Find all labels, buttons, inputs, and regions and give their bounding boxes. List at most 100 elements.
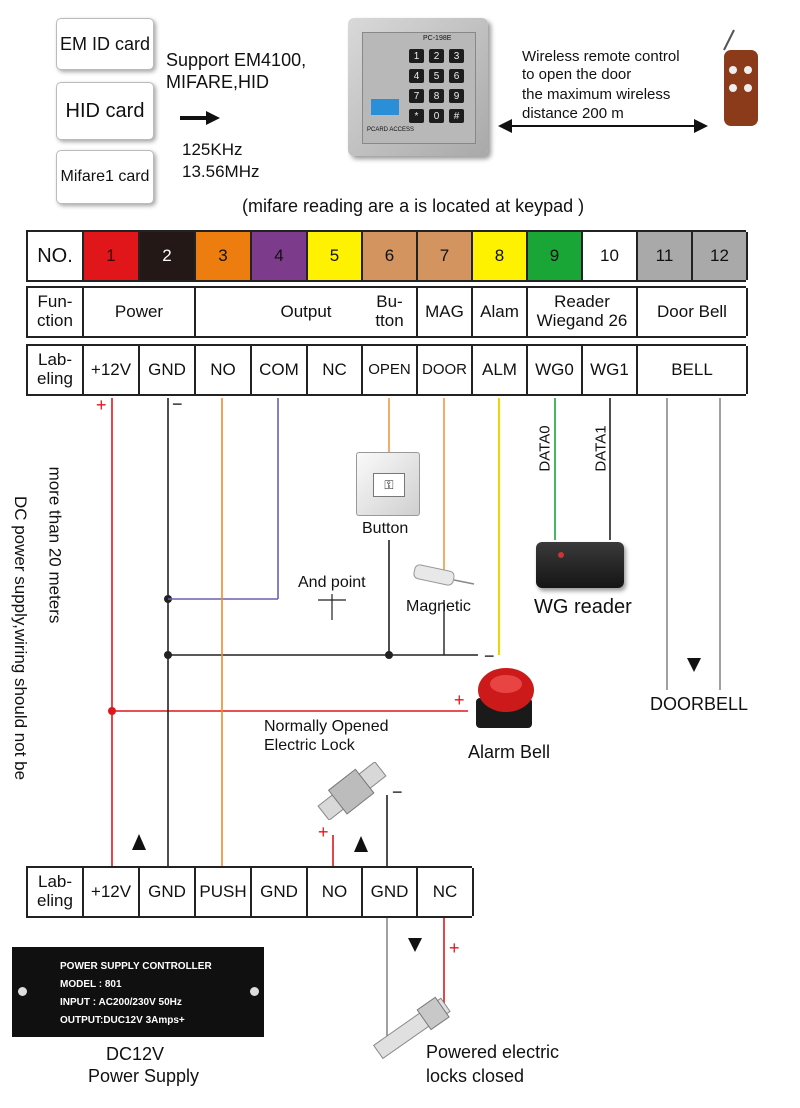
bottom-labeling-row: Lab- eling +12V GND PUSH GND NO GND NC bbox=[26, 866, 474, 918]
card-label: HID card bbox=[65, 99, 145, 122]
function-text: tton bbox=[375, 311, 404, 330]
label-text: GND bbox=[148, 359, 186, 379]
wireless-line-1: Wireless remote control bbox=[522, 48, 680, 65]
arrow-right-icon bbox=[180, 111, 220, 125]
function-text: Door Bell bbox=[657, 301, 727, 321]
label-text: ALM bbox=[482, 359, 517, 379]
power-supply-plate: POWER SUPPLY CONTROLLER MODEL : 801 INPU… bbox=[12, 947, 264, 1037]
powered-lock-icon bbox=[372, 996, 451, 1060]
label-cell: OPEN bbox=[363, 346, 418, 394]
labeling-label: eling bbox=[37, 369, 73, 388]
psu-caption-2: Power Supply bbox=[88, 1066, 200, 1086]
function-text: Bu- bbox=[376, 292, 403, 312]
pin-number: 3 bbox=[218, 245, 228, 265]
labeling-label: Lab- bbox=[37, 350, 73, 370]
function-text: Wiegand 26 bbox=[536, 311, 628, 330]
wireless-line-3: the maximum wireless bbox=[522, 86, 671, 103]
pin-cell: 9 bbox=[528, 232, 583, 280]
key: 9 bbox=[449, 89, 464, 103]
labeling-row: Lab- eling +12V GND NO COM NC OPEN DOOR … bbox=[26, 344, 748, 396]
pin-cell: 8 bbox=[473, 232, 528, 280]
label-cell: NO bbox=[196, 346, 252, 394]
function-header: Fun- ction bbox=[28, 288, 84, 336]
function-text: Output bbox=[280, 301, 332, 321]
pin-number: 8 bbox=[494, 245, 505, 265]
freq-2: 13.56MHz bbox=[182, 162, 260, 181]
pin-cell: 6 bbox=[363, 232, 418, 280]
doorbell-label: DOORBELL bbox=[650, 694, 749, 714]
key: # bbox=[449, 109, 464, 123]
label-cell: WG1 bbox=[583, 346, 638, 394]
label-cell: NO bbox=[308, 868, 363, 916]
label-text: NC bbox=[432, 881, 458, 901]
pin-number: 9 bbox=[549, 245, 560, 265]
label-cell: GND bbox=[363, 868, 418, 916]
labeling-label: Lab- bbox=[37, 872, 73, 892]
label-cell: +12V bbox=[84, 868, 140, 916]
function-label: ction bbox=[37, 311, 73, 330]
function-row: Fun- ction Power Output Bu- tton MAG Ala… bbox=[26, 286, 748, 338]
data0-label: DATA0 bbox=[536, 425, 554, 472]
wireless-line-2: to open the door bbox=[522, 66, 632, 83]
label-text: GND bbox=[148, 881, 186, 901]
labeling-header: Lab- eling bbox=[28, 346, 84, 394]
function-reader: Reader Wiegand 26 bbox=[528, 288, 638, 336]
pin-number: 11 bbox=[655, 245, 674, 265]
vertical-note-1: DC power supply,wiring should not be bbox=[11, 495, 31, 781]
function-power: Power bbox=[84, 288, 196, 336]
label-text: PUSH bbox=[199, 881, 247, 901]
function-mag: MAG bbox=[418, 288, 473, 336]
keypad-brand: PCARD ACCESS bbox=[367, 127, 415, 133]
label-text: WG0 bbox=[535, 359, 574, 379]
label-text: +12V bbox=[90, 359, 132, 379]
function-text: Alam bbox=[480, 301, 519, 321]
mifare-note: (mifare reading are a is located at keyp… bbox=[242, 196, 585, 216]
pin-number: 7 bbox=[439, 245, 450, 265]
electric-strike-icon bbox=[317, 762, 387, 820]
pin-cell: 2 bbox=[140, 232, 196, 280]
function-label: Fun- bbox=[37, 292, 73, 312]
support-line-2: MIFARE,HID bbox=[166, 72, 270, 92]
exit-button-device: ⚿ bbox=[356, 452, 420, 516]
mifare1-card: Mifare1 card bbox=[56, 150, 154, 204]
pin-number: 4 bbox=[274, 245, 284, 265]
pin-cell: 5 bbox=[308, 232, 363, 280]
support-line-1: Support EM4100, bbox=[166, 50, 307, 70]
label-cell: DOOR bbox=[418, 346, 473, 394]
function-button: Bu- tton bbox=[363, 288, 418, 336]
em-id-card: EM ID card bbox=[56, 18, 154, 70]
freq-1: 125KHz bbox=[182, 140, 243, 159]
alarm-bell-label: Alarm Bell bbox=[468, 742, 551, 762]
function-text: MAG bbox=[425, 301, 464, 321]
label-cell: ALM bbox=[473, 346, 528, 394]
down-arrow-icon bbox=[408, 938, 422, 952]
powered-lock-label-1: Powered electric bbox=[426, 1042, 560, 1062]
key: * bbox=[409, 109, 424, 123]
plus-mark: + bbox=[318, 822, 329, 842]
pin-cell: 1 bbox=[84, 232, 140, 280]
key-icon: ⚿ bbox=[373, 473, 405, 497]
key: 3 bbox=[449, 49, 464, 63]
label-text: COM bbox=[259, 359, 299, 379]
plus-mark: + bbox=[454, 690, 465, 710]
pin-cell: 3 bbox=[196, 232, 252, 280]
labeling-label: eling bbox=[37, 891, 73, 910]
alarm-bell-icon bbox=[476, 668, 534, 728]
up-arrow-icon bbox=[132, 834, 146, 850]
label-text: NC bbox=[322, 359, 347, 379]
key: 5 bbox=[429, 69, 444, 83]
remote-control-icon bbox=[723, 29, 758, 126]
pin-number: 10 bbox=[600, 245, 619, 265]
key: 0 bbox=[429, 109, 444, 123]
label-text: BELL bbox=[671, 359, 713, 379]
keypad-device: PC-198E PCARD ACCESS 1 2 3 4 5 6 7 8 9 *… bbox=[348, 18, 488, 156]
up-arrow-icon bbox=[354, 836, 368, 852]
pin-cell: 4 bbox=[252, 232, 308, 280]
label-cell: BELL bbox=[638, 346, 748, 394]
function-alarm: Alam bbox=[473, 288, 528, 336]
key: 6 bbox=[449, 69, 464, 83]
magnetic-sensor-icon bbox=[413, 564, 475, 586]
pin-number: 12 bbox=[710, 245, 729, 265]
card-label: EM ID card bbox=[59, 33, 151, 54]
screw-icon bbox=[18, 987, 27, 996]
